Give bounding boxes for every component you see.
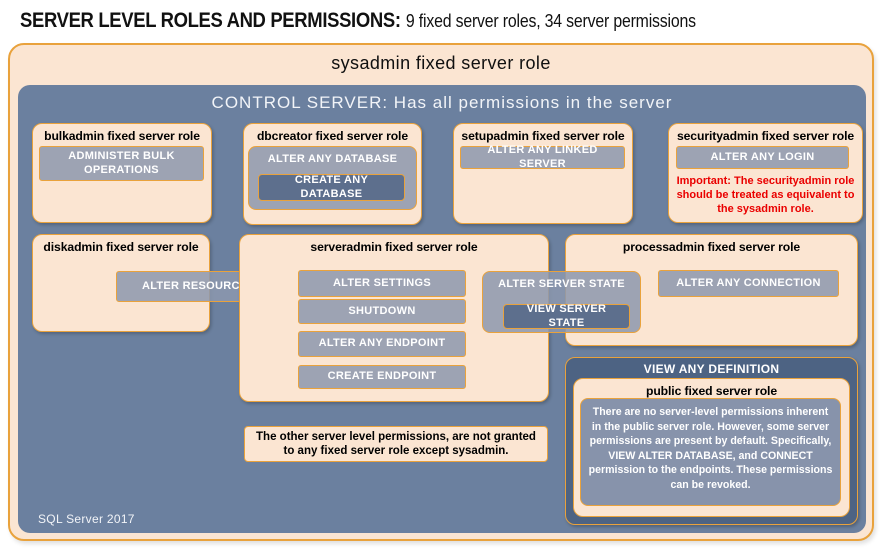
role-box-serveradmin: serveradmin fixed server role ALTER SETT…	[239, 234, 549, 402]
role-box-bulkadmin: bulkadmin fixed server role ADMINISTER B…	[32, 123, 212, 223]
page-title: SERVER LEVEL ROLES AND PERMISSIONS:9 fix…	[20, 9, 696, 33]
permission-view-any-definition-box: VIEW ANY DEFINITION public fixed server …	[565, 357, 858, 525]
other-permissions-note: The other server level permissions, are …	[244, 426, 548, 462]
permission-shutdown: SHUTDOWN	[298, 299, 466, 324]
role-title-diskadmin: diskadmin fixed server role	[43, 240, 199, 254]
role-title-serveradmin: serveradmin fixed server role	[310, 240, 478, 254]
permission-alter-any-endpoint: ALTER ANY ENDPOINT	[298, 331, 466, 357]
permission-view-server-state: VIEW SERVER STATE	[503, 303, 630, 329]
control-server-label: CONTROL SERVER: Has all permissions in t…	[211, 93, 673, 112]
permission-alter-any-database-label: ALTER ANY DATABASE	[267, 153, 398, 165]
role-box-setupadmin: setupadmin fixed server role ALTER ANY L…	[453, 123, 633, 224]
role-title-securityadmin: securityadmin fixed server role	[676, 129, 855, 143]
role-title-public: public fixed server role	[645, 384, 778, 398]
sysadmin-role-box: sysadmin fixed server role CONTROL SERVE…	[8, 43, 874, 541]
role-title-processadmin: processadmin fixed server role	[622, 240, 801, 254]
permission-create-any-database: CREATE ANY DATABASE	[258, 174, 405, 201]
role-title-bulkadmin: bulkadmin fixed server role	[44, 129, 200, 143]
permission-alter-settings: ALTER SETTINGS	[298, 270, 466, 297]
footer-version-label: SQL Server 2017	[38, 512, 135, 526]
permission-create-endpoint: CREATE ENDPOINT	[298, 365, 466, 389]
role-title-setupadmin: setupadmin fixed server role	[461, 129, 625, 143]
control-server-box: CONTROL SERVER: Has all permissions in t…	[18, 85, 866, 533]
permission-alter-any-connection: ALTER ANY CONNECTION	[658, 270, 839, 297]
permission-administer-bulk-operations: ADMINISTER BULK OPERATIONS	[39, 146, 204, 181]
view-any-definition-label: VIEW ANY DEFINITION	[643, 362, 780, 376]
role-box-dbcreator: dbcreator fixed server role ALTER ANY DA…	[243, 123, 422, 225]
role-box-securityadmin: securityadmin fixed server role ALTER AN…	[668, 123, 863, 223]
public-role-note: There are no server-level permissions in…	[580, 398, 841, 506]
page-title-sub: 9 fixed server roles, 34 server permissi…	[405, 11, 696, 31]
role-title-dbcreator: dbcreator fixed server role	[256, 129, 409, 143]
page-title-main: SERVER LEVEL ROLES AND PERMISSIONS:	[20, 9, 401, 32]
sysadmin-role-label: sysadmin fixed server role	[331, 53, 551, 73]
permission-alter-any-linked-server: ALTER ANY LINKED SERVER	[460, 144, 625, 170]
permission-alter-server-state: ALTER SERVER STATE VIEW SERVER STATE	[482, 271, 641, 333]
permission-alter-any-database: ALTER ANY DATABASE CREATE ANY DATABASE	[248, 146, 417, 210]
role-box-public: public fixed server role There are no se…	[573, 378, 850, 517]
securityadmin-warning: Important: The securityadmin role should…	[676, 175, 855, 215]
permission-alter-any-login: ALTER ANY LOGIN	[676, 146, 849, 169]
permission-alter-server-state-label: ALTER SERVER STATE	[498, 278, 625, 290]
